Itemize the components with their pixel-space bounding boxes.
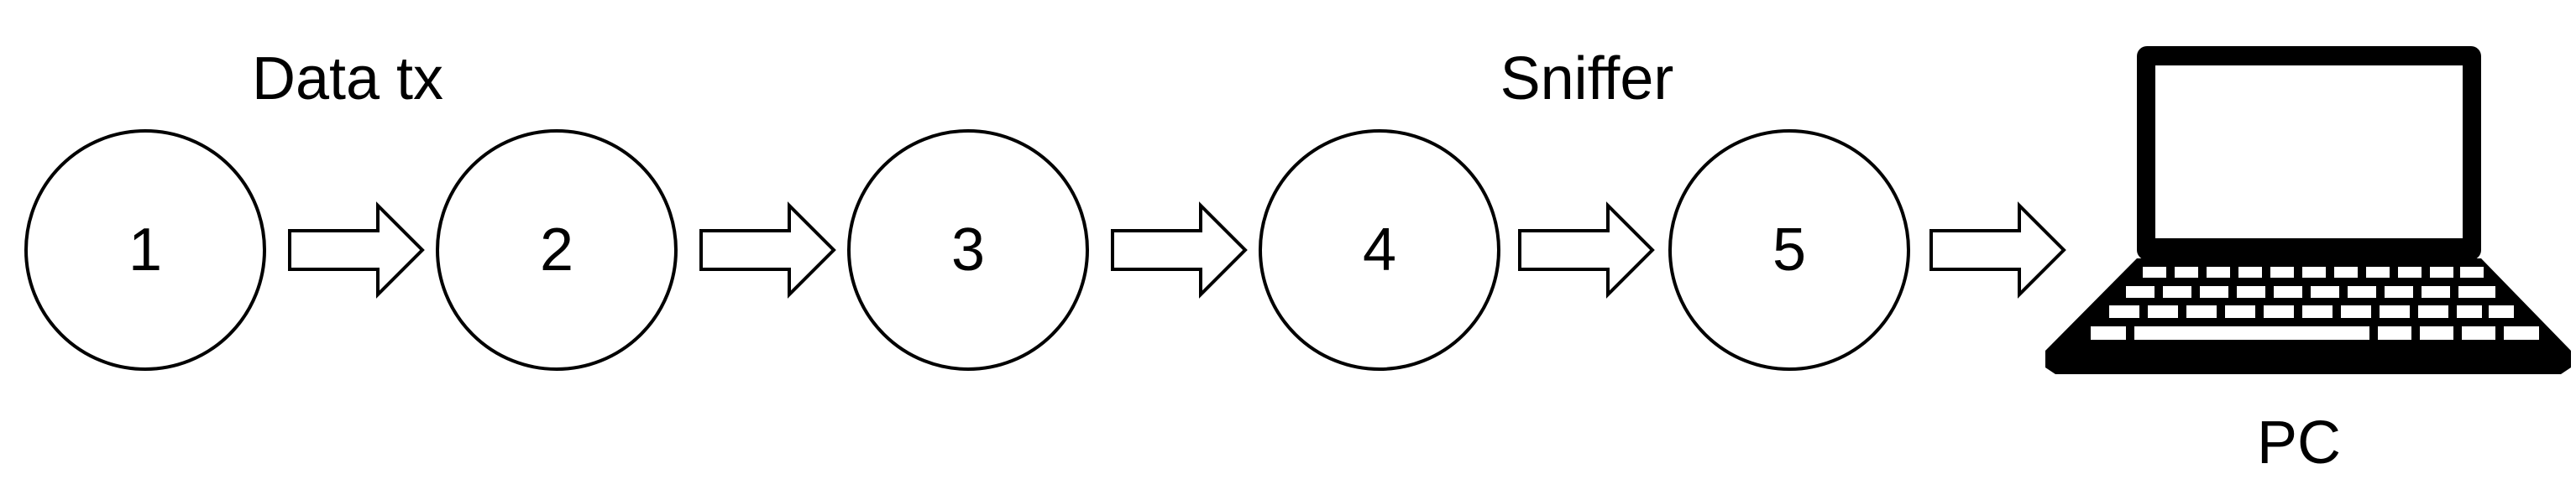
node-2-label: 2	[540, 216, 573, 284]
caption-sniffer: Sniffer	[1500, 45, 1674, 112]
node-3: 3	[847, 129, 1089, 371]
node-4: 4	[1259, 129, 1500, 371]
node-1-circle	[24, 129, 266, 371]
caption-data-tx: Data tx	[252, 45, 443, 112]
arrow-5-pc	[1929, 201, 2066, 299]
node-4-label: 4	[1363, 216, 1396, 284]
keyboard	[2091, 267, 2539, 340]
node-4-circle	[1259, 129, 1500, 371]
arrow-3-4	[1111, 201, 1248, 299]
node-3-label: 3	[951, 216, 985, 284]
node-1-label: 1	[128, 216, 162, 284]
node-5-label: 5	[1772, 216, 1806, 284]
node-2-circle	[436, 129, 678, 371]
laptop-icon	[2045, 46, 2571, 374]
node-5-circle	[1668, 129, 1910, 371]
arrow-1-2	[288, 201, 425, 299]
node-1: 1	[24, 129, 266, 371]
node-3-circle	[847, 129, 1089, 371]
arrow-2-3	[699, 201, 836, 299]
arrow-4-5	[1518, 201, 1655, 299]
caption-pc: PC	[2257, 409, 2341, 477]
node-2: 2	[436, 129, 678, 371]
node-5: 5	[1668, 129, 1910, 371]
